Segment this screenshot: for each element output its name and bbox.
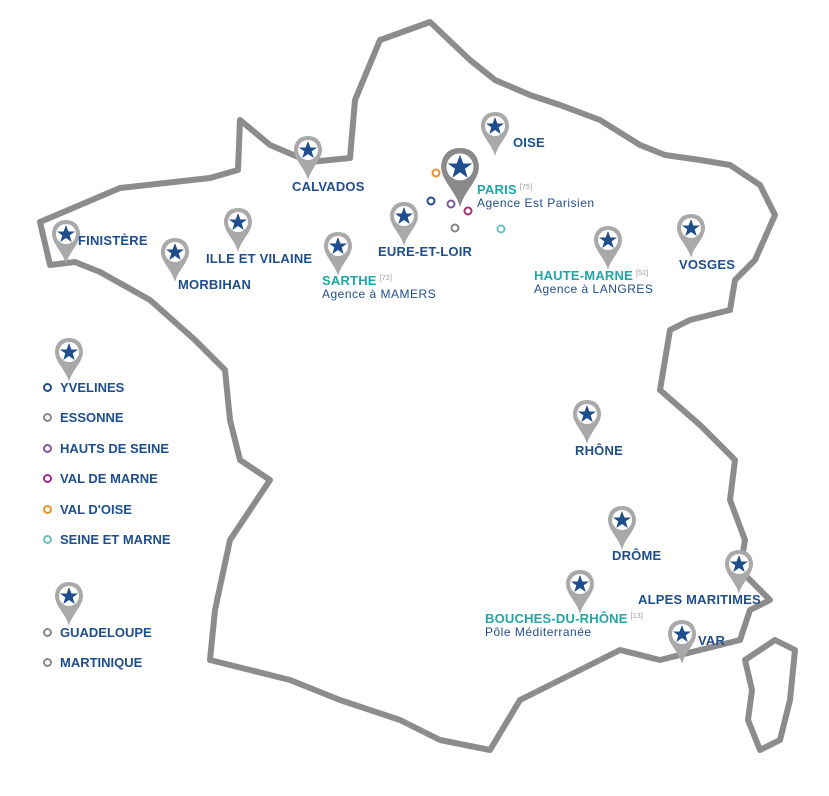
label-oise: OISE: [513, 135, 545, 150]
legend-label: GUADELOUPE: [60, 625, 152, 640]
label-sarthe-name: SARTHE: [322, 273, 377, 288]
legend-dot-icon: [43, 505, 52, 514]
legend-dot-icon: [43, 628, 52, 637]
label-morbihan: MORBIHAN: [178, 277, 252, 292]
label-haute-marne: HAUTE-MARNE[52] Agence à LANGRES: [534, 269, 653, 295]
legend-label: SEINE ET MARNE: [60, 532, 171, 547]
legend-dot-icon: [43, 535, 52, 544]
label-paris: PARIS[75] Agence Est Parisien: [477, 183, 595, 209]
pin-rhone-icon: [573, 400, 601, 444]
pin-dom-legend-icon: [55, 582, 83, 626]
label-sarthe: SARTHE[72] Agence à MAMERS: [322, 274, 436, 300]
legend-label: HAUTS DE SEINE: [60, 441, 170, 456]
corsica-outline: [742, 637, 798, 753]
label-var: VAR: [698, 633, 726, 648]
pin-ille-et-vilaine-icon: [224, 208, 252, 252]
pin-idf-legend-icon: [55, 338, 83, 382]
label-bouches-du-rhone-code: [13]: [630, 612, 644, 620]
label-sarthe-code: [72]: [379, 274, 393, 282]
ring-hauts-de-seine-icon: [446, 199, 456, 209]
legend-label: VAL D'OISE: [60, 502, 132, 517]
france-outline: [37, 19, 778, 753]
pin-finistere-icon: [52, 220, 80, 264]
label-drome: DRÔME: [612, 548, 662, 563]
label-haute-marne-code: [52]: [635, 269, 649, 277]
label-bouches-du-rhone-name: BOUCHES-DU-RHÔNE: [485, 611, 628, 626]
pin-morbihan-icon: [161, 238, 189, 282]
legend-item-guadeloupe: GUADELOUPE: [43, 625, 152, 640]
legend-item-val-doise: VAL D'OISE: [43, 502, 132, 517]
label-ille-et-vilaine: ILLE ET VILAINE: [206, 251, 313, 266]
pin-bouches-du-rhone-icon: [566, 570, 594, 614]
legend-item-hauts-de-seine: HAUTS DE SEINE: [43, 441, 169, 456]
legend-label: MARTINIQUE: [60, 655, 143, 670]
pin-calvados-icon: [294, 136, 322, 180]
ring-seine-et-marne-icon: [496, 224, 506, 234]
pin-haute-marne-icon: [594, 226, 622, 270]
legend-dot-icon: [43, 413, 52, 422]
legend-dot-icon: [43, 658, 52, 667]
legend-label: VAL DE MARNE: [60, 471, 158, 486]
legend-dot-icon: [43, 444, 52, 453]
pin-alpes-maritimes-icon: [725, 550, 753, 594]
pin-paris-icon: [441, 148, 479, 208]
pin-sarthe-icon: [324, 232, 352, 276]
label-bouches-du-rhone-agency: Pôle Méditerranée: [485, 625, 592, 639]
legend-item-val-de-marne: VAL DE MARNE: [43, 471, 158, 486]
label-paris-agency: Agence Est Parisien: [477, 196, 595, 210]
label-paris-name: PARIS: [477, 182, 517, 197]
label-sarthe-agency: Agence à MAMERS: [322, 287, 437, 301]
ring-yvelines-icon: [426, 196, 436, 206]
legend-item-yvelines: YVELINES: [43, 380, 124, 395]
ring-essonne-icon: [450, 223, 460, 233]
label-vosges: VOSGES: [679, 257, 736, 272]
label-haute-marne-name: HAUTE-MARNE: [534, 268, 633, 283]
legend-label: YVELINES: [60, 380, 125, 395]
label-alpes-maritimes: ALPES MARITIMES: [638, 592, 761, 607]
pin-eure-et-loir-icon: [390, 202, 418, 246]
pin-drome-icon: [608, 506, 636, 550]
legend-item-essonne: ESSONNE: [43, 410, 124, 425]
label-haute-marne-agency: Agence à LANGRES: [534, 282, 654, 296]
legend-label: ESSONNE: [60, 410, 124, 425]
legend-dot-icon: [43, 474, 52, 483]
legend-item-martinique: MARTINIQUE: [43, 655, 142, 670]
label-bouches-du-rhone: BOUCHES-DU-RHÔNE[13] Pôle Méditerranée: [485, 612, 643, 638]
label-paris-code: [75]: [519, 183, 533, 191]
ring-val-doise-icon: [431, 168, 441, 178]
legend-item-seine-et-marne: SEINE ET MARNE: [43, 532, 171, 547]
label-eure-et-loir: EURE-ET-LOIR: [378, 244, 473, 259]
ring-val-de-marne-icon: [463, 206, 473, 216]
label-calvados: CALVADOS: [292, 179, 365, 194]
label-rhone: RHÔNE: [575, 443, 623, 458]
pin-vosges-icon: [677, 214, 705, 258]
legend-dot-icon: [43, 383, 52, 392]
label-finistere: FINISTÈRE: [78, 233, 148, 248]
pin-oise-icon: [481, 112, 509, 156]
